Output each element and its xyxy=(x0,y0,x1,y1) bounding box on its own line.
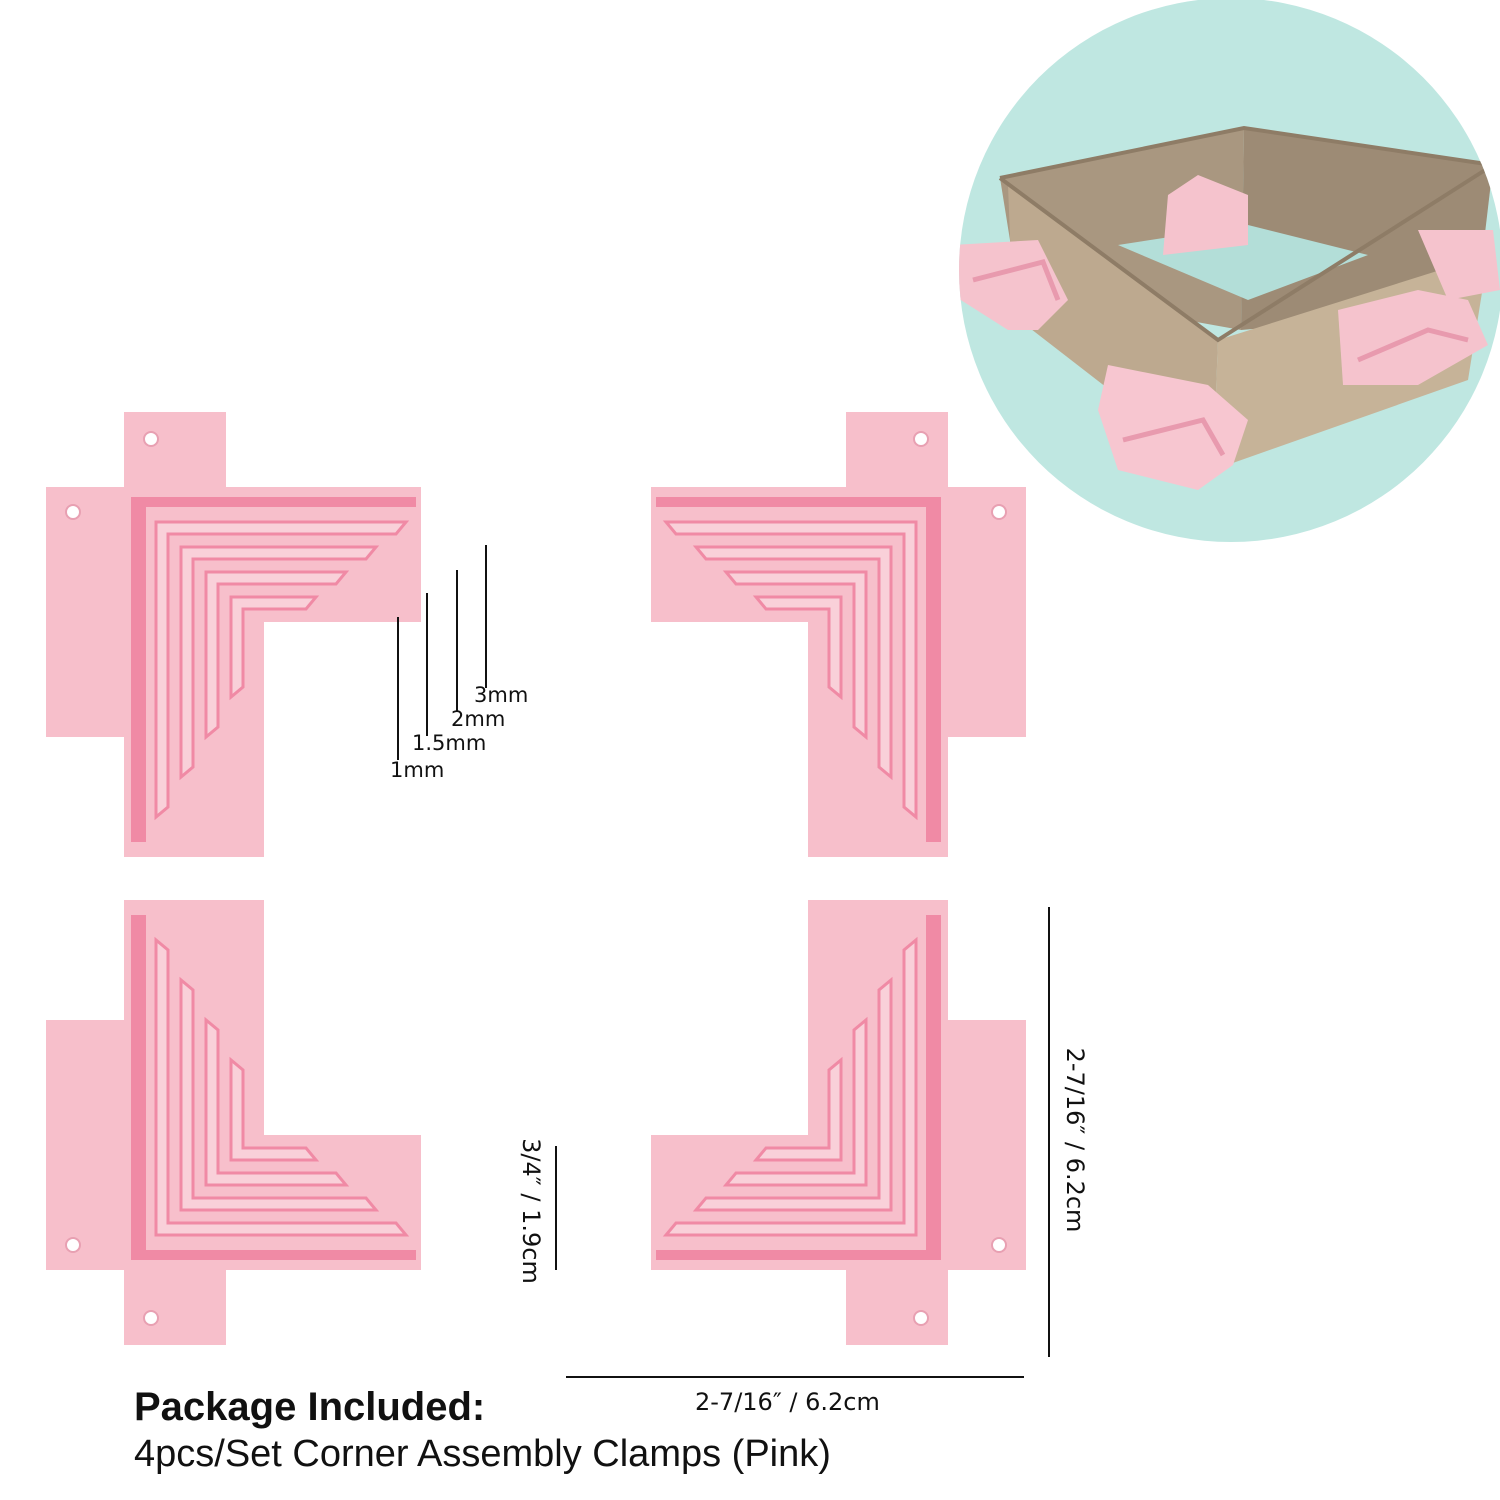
height-dimension-label: 2-7/16″ / 6.2cm xyxy=(1061,1047,1089,1233)
package-title: Package Included: xyxy=(134,1385,486,1429)
clamp-top-left xyxy=(46,412,421,857)
thickness-label-1mm: 1mm xyxy=(390,758,445,782)
thickness-dimension-label: 3/4″ / 1.9cm xyxy=(517,1138,545,1284)
thickness-label-1-5mm: 1.5mm xyxy=(412,731,487,755)
thickness-label-2mm: 2mm xyxy=(451,707,506,731)
package-contents: 4pcs/Set Corner Assembly Clamps (Pink) xyxy=(134,1433,831,1475)
clamp-bottom-left xyxy=(46,900,421,1345)
clamp-top-right xyxy=(651,412,1026,857)
width-dimension-label: 2-7/16″ / 6.2cm xyxy=(695,1388,880,1416)
clamp-bottom-right xyxy=(651,900,1026,1345)
thickness-label-3mm: 3mm xyxy=(474,683,529,707)
product-photo xyxy=(959,0,1500,542)
